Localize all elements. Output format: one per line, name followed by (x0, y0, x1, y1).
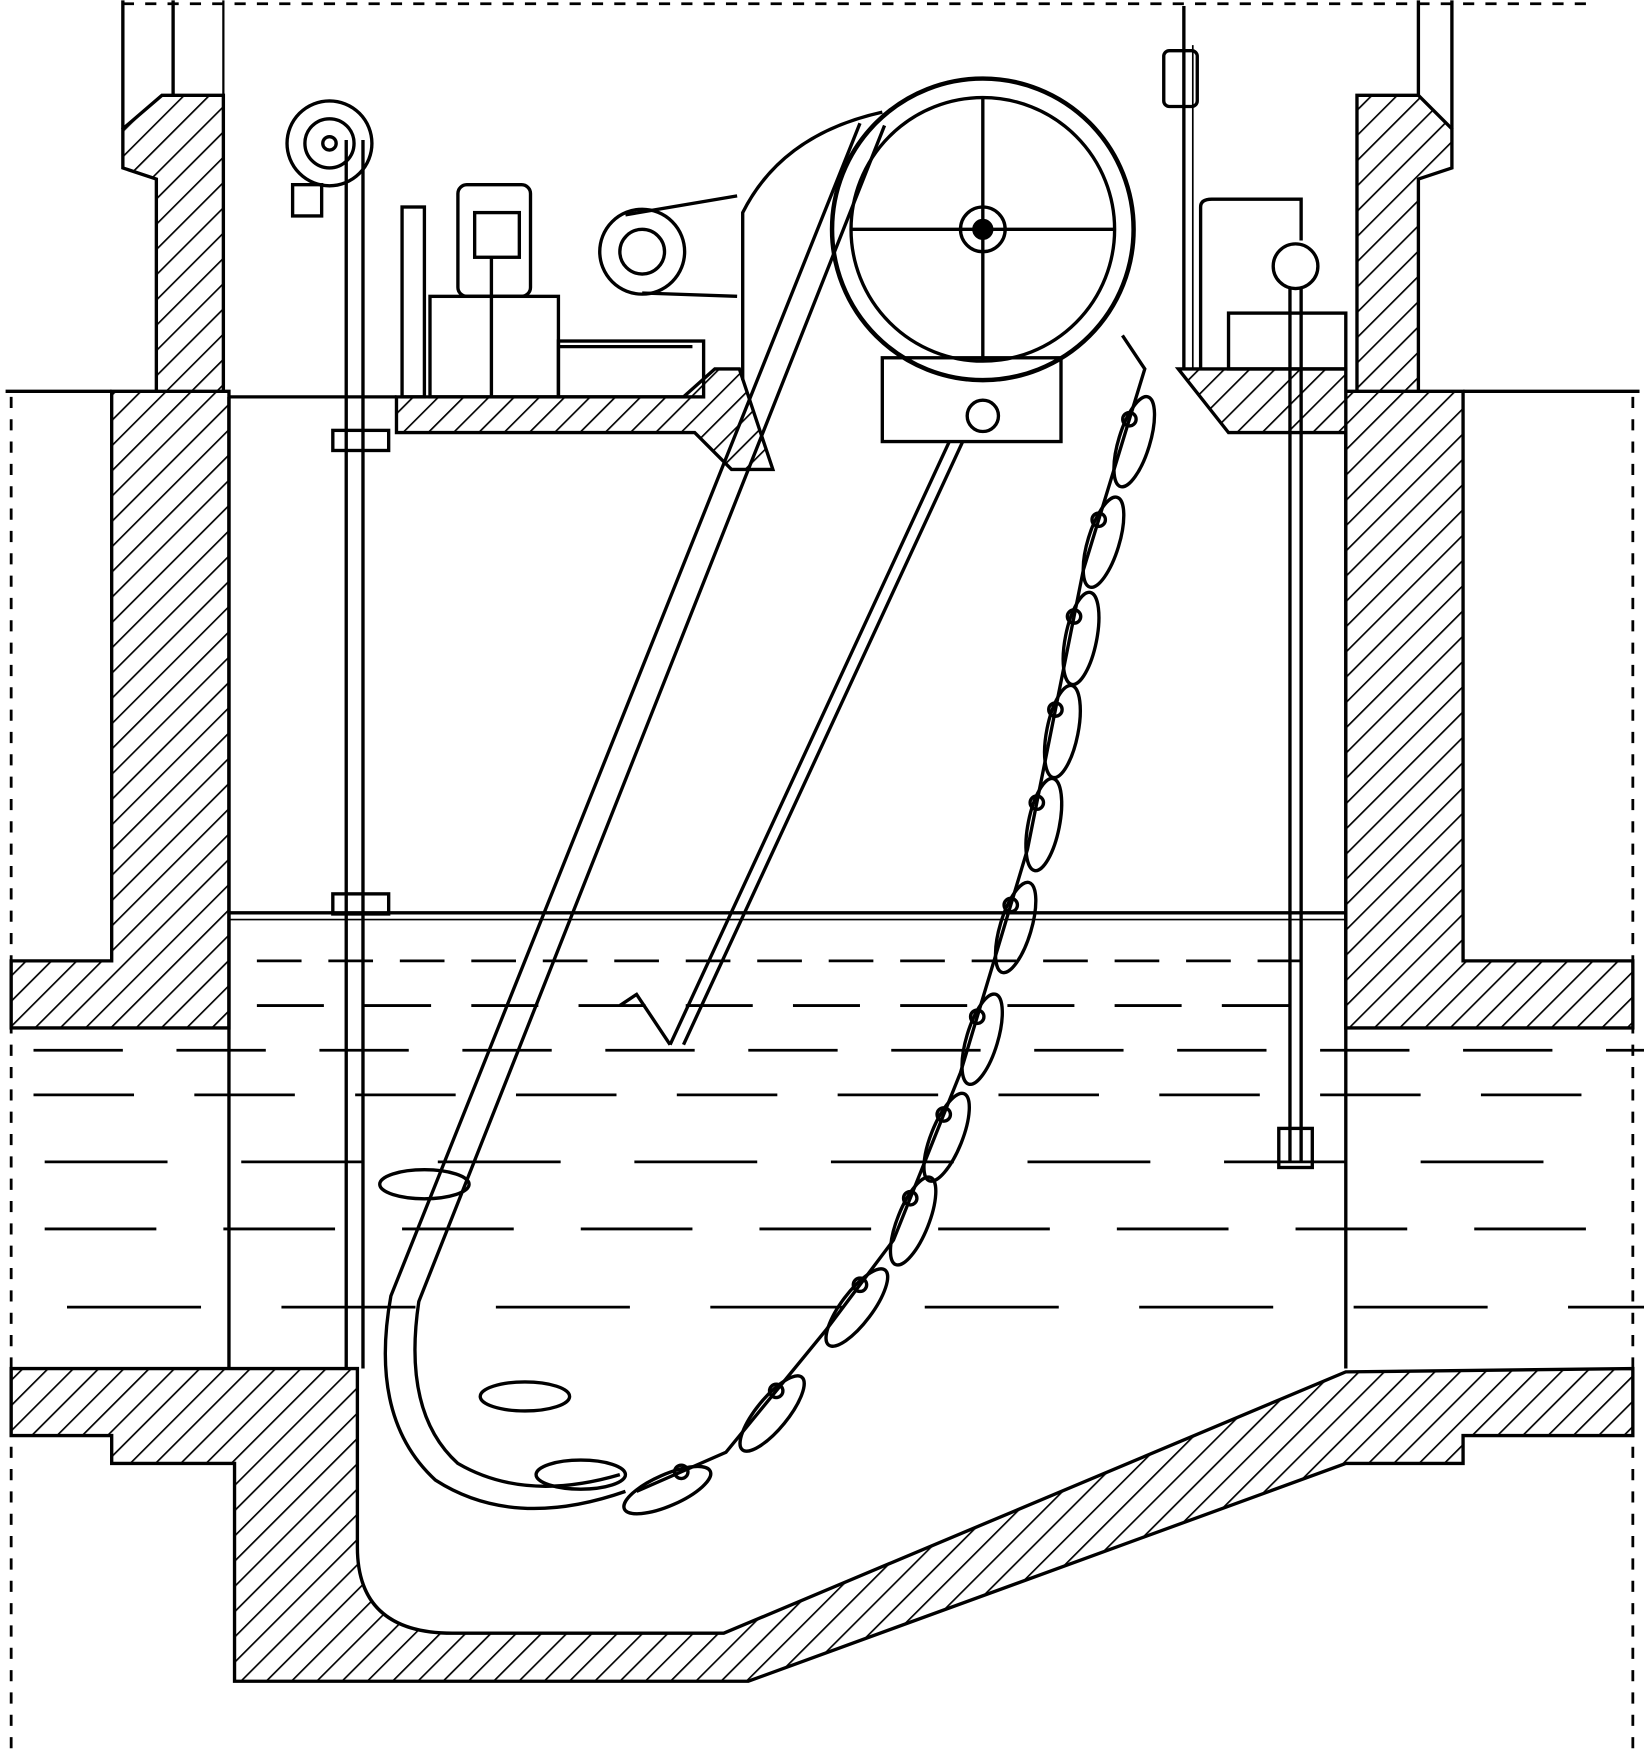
buckets (378, 394, 1157, 1516)
bucket (1081, 495, 1126, 589)
bucket (993, 880, 1038, 975)
chain-link-pin (968, 1008, 986, 1026)
bucket-chain (383, 122, 1147, 1511)
chain-link-pin (1028, 794, 1046, 812)
bucket (1061, 590, 1101, 687)
bucket (1042, 683, 1082, 780)
chain-link-pin (1047, 701, 1064, 718)
left-upper-wall (121, 93, 226, 399)
bucket (478, 1380, 572, 1413)
machine-floor-left (394, 367, 776, 472)
right-pit-wall (1344, 389, 1635, 1030)
head-sprocket (829, 76, 1136, 444)
drive-motor (400, 182, 738, 399)
chain-link-pin (1121, 410, 1138, 428)
bucket (824, 1267, 890, 1348)
water-surface (228, 911, 1346, 921)
chain-link-pin (1065, 608, 1083, 625)
bucket (738, 1374, 806, 1453)
chain-link-pin (672, 1463, 690, 1481)
bucket (1024, 776, 1064, 873)
bucket (922, 1091, 971, 1183)
chain-link-pin (767, 1382, 785, 1400)
machine-floor-right (1174, 367, 1348, 435)
bucket (378, 1168, 471, 1201)
bucket (534, 1458, 628, 1491)
bucket (1112, 394, 1157, 489)
pump-assembly (1162, 5, 1348, 1170)
chain-link-pin (1002, 896, 1020, 914)
chain-link-pin (901, 1189, 919, 1207)
chain-link-pin (1090, 511, 1108, 529)
chain-guard (741, 110, 883, 381)
left-pit-wall (9, 389, 231, 1030)
chain-link-pin (851, 1276, 869, 1294)
pit-floor (9, 1366, 1635, 1683)
chain-link-pin (935, 1106, 953, 1123)
bucket (960, 992, 1004, 1087)
bucket (888, 1175, 938, 1267)
bucket (622, 1464, 713, 1516)
outer-boundary (9, 2, 1635, 1752)
right-upper-wall (1355, 93, 1454, 399)
hoist-pulley (285, 99, 391, 1369)
